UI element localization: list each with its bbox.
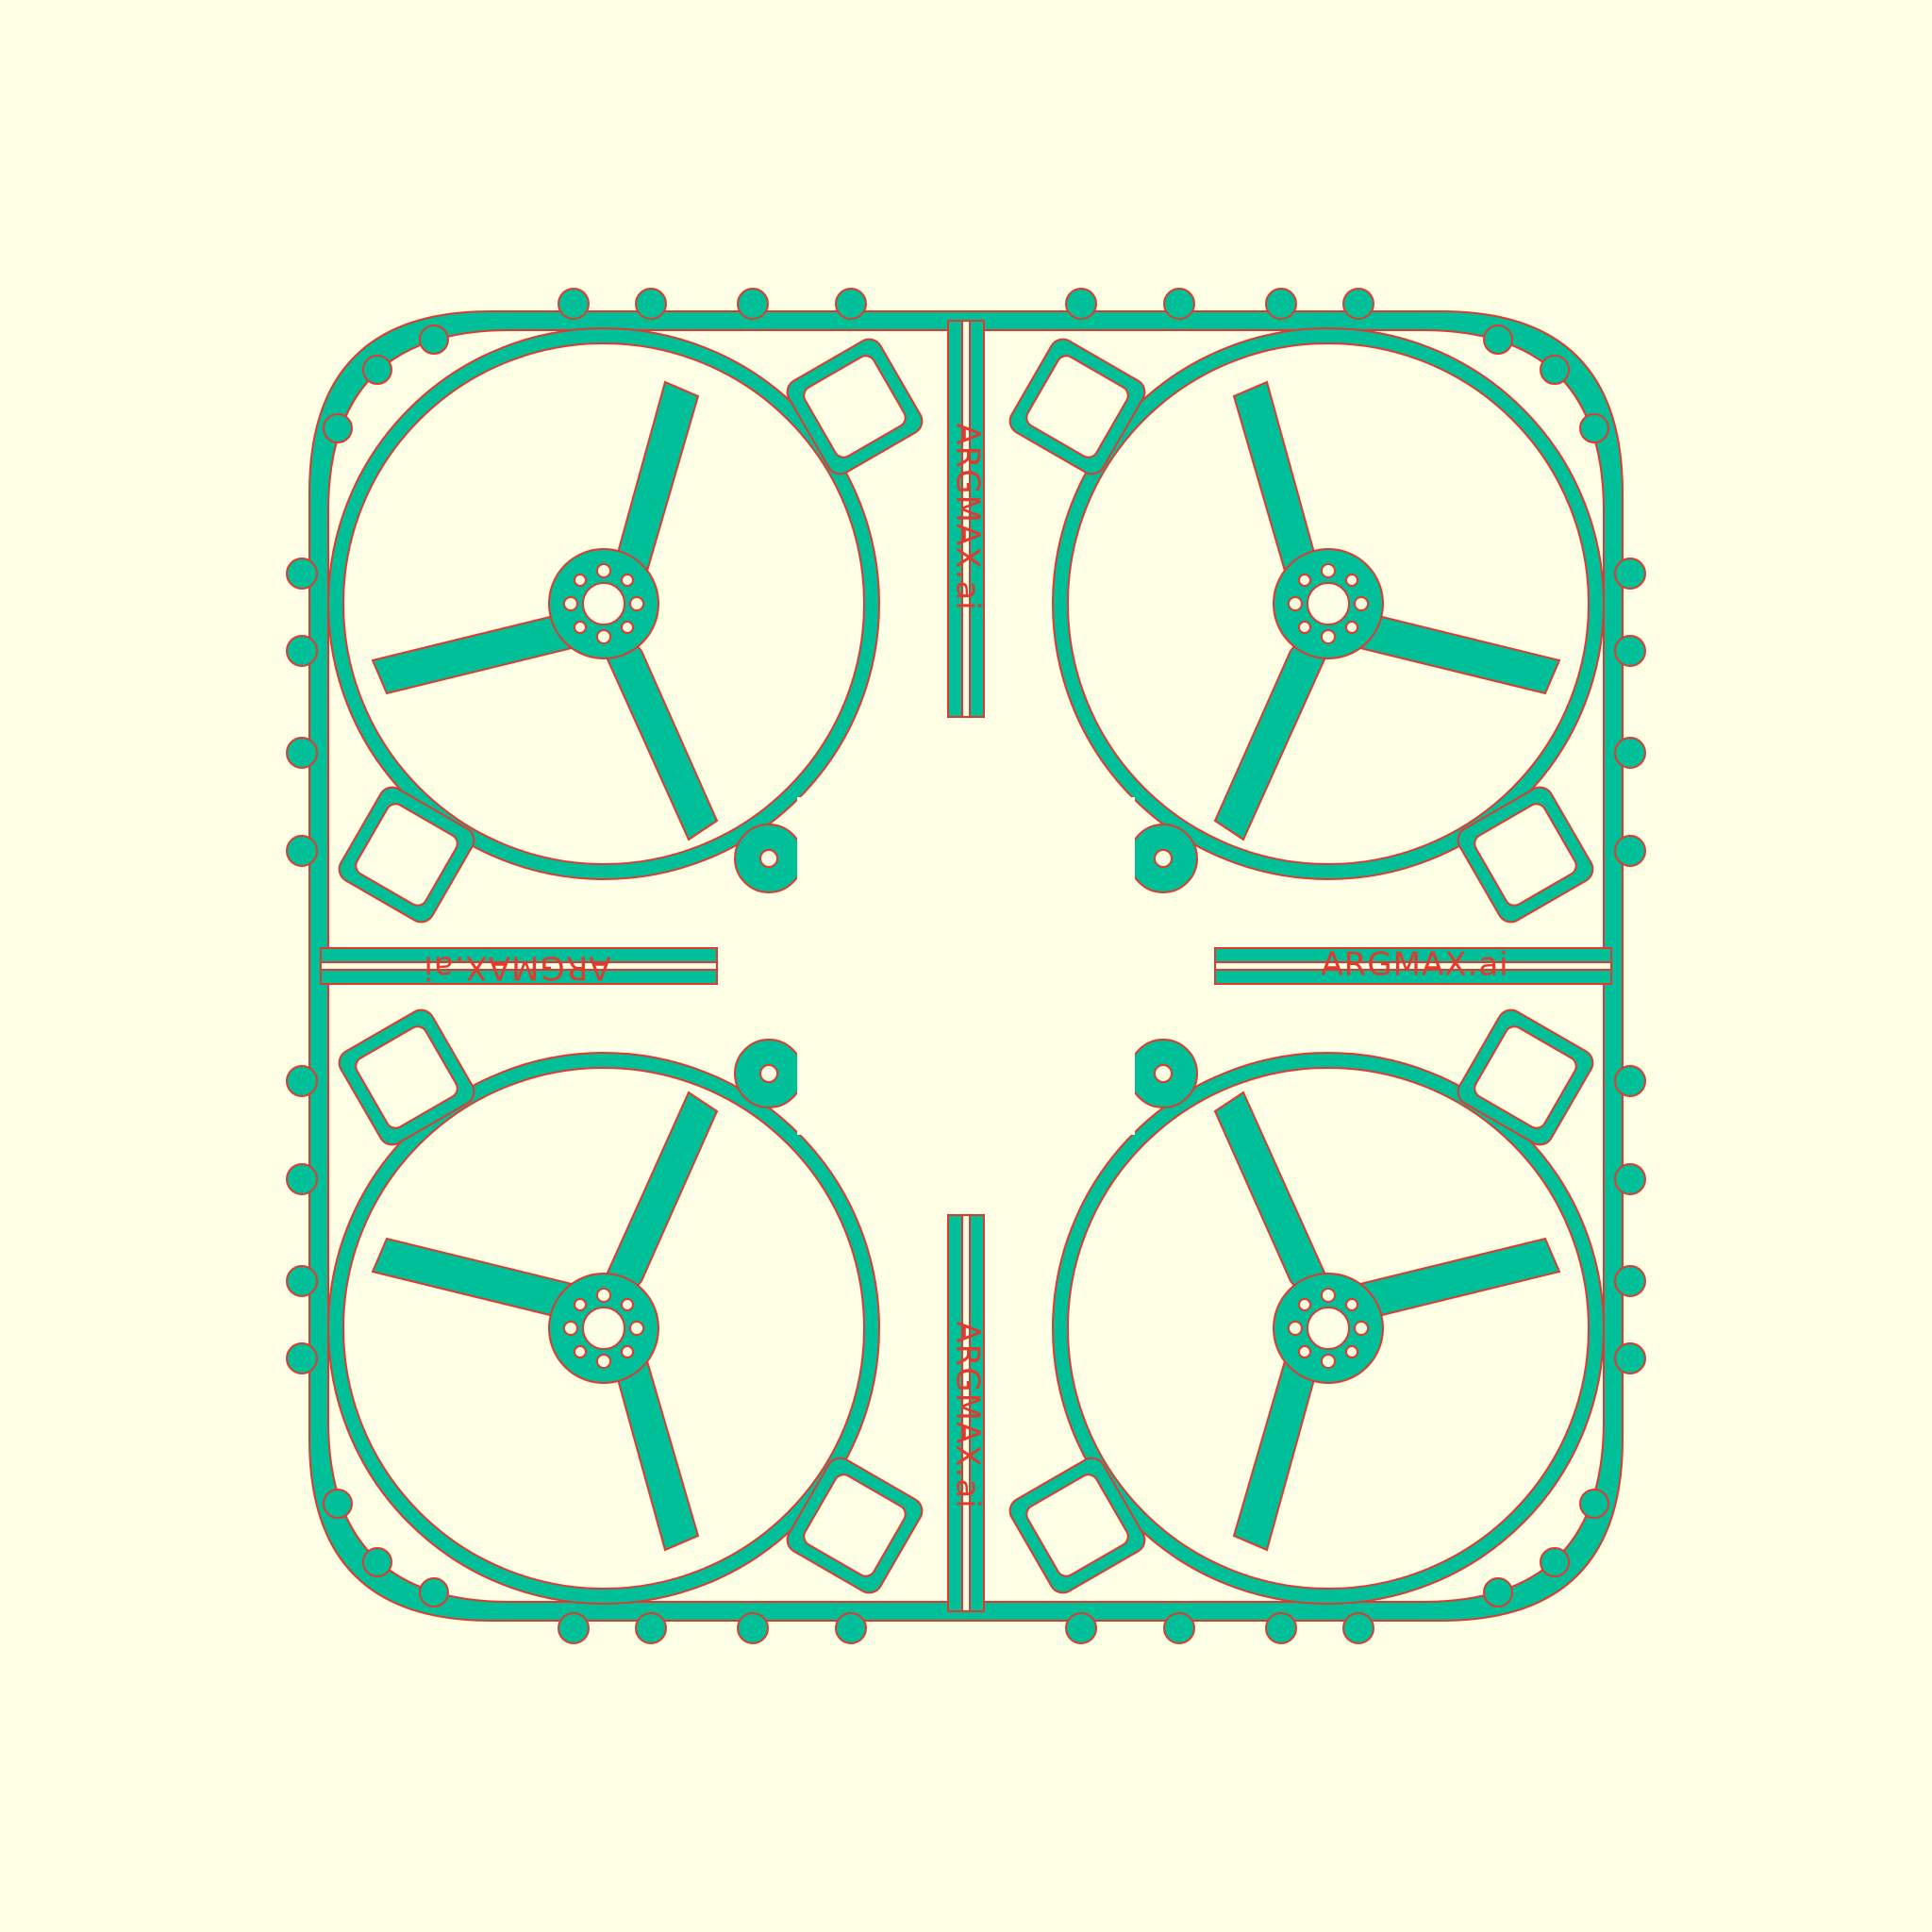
center-opening (797, 797, 1135, 1135)
label-left: ARGMAX.ai (423, 949, 610, 987)
label-right: ARGMAX.ai (1321, 946, 1508, 984)
perimeter-tabs (286, 288, 1646, 1644)
label-bottom: ARGMAX.ai (949, 1321, 987, 1508)
center-spine-slots (320, 320, 1612, 1612)
label-top: ARGMAX.ai (949, 423, 987, 610)
